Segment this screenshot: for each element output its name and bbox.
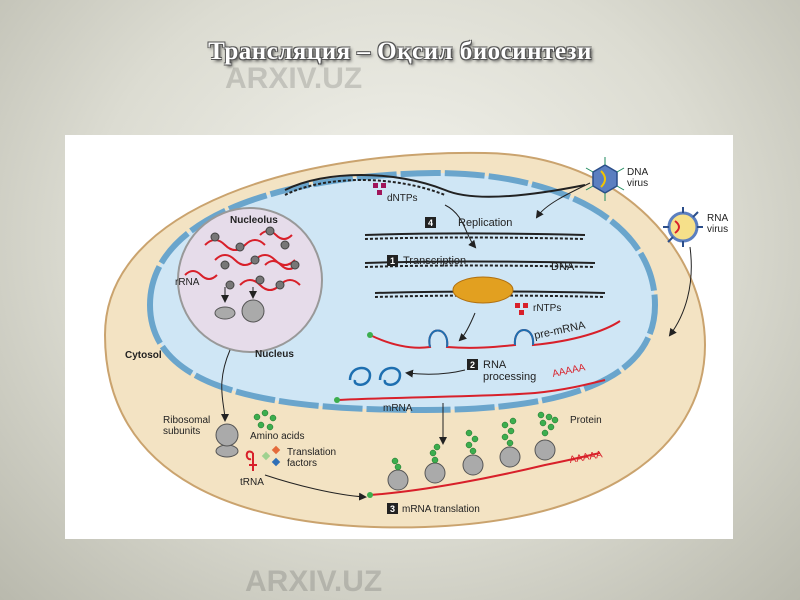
nucleolar-subunits — [214, 287, 265, 323]
step-2-number: 2 — [470, 360, 475, 370]
trna-molecule — [245, 450, 257, 471]
polyribosomes — [387, 439, 556, 491]
replication-arrow — [444, 204, 477, 249]
cell-diagram: dNTPs 4 Replication 1 Transcription DNA … — [103, 151, 728, 529]
translation-factors-icon — [261, 445, 281, 467]
step-1-badge — [387, 255, 398, 266]
trna-label: tRNA — [240, 477, 264, 488]
watermark-bottom: ARXIV.UZ — [245, 565, 383, 598]
ribosomal-subunits-label-2: subunits — [163, 426, 200, 437]
dna-virus-icon — [585, 157, 625, 201]
protein-label: Protein — [570, 415, 602, 426]
amino-acid-molecules — [253, 409, 277, 431]
dntps-label: dNTPs — [387, 193, 418, 204]
excised-intron-1 — [348, 366, 372, 386]
cytosol-label: Cytosol — [125, 350, 162, 361]
nucleus-label: Nucleus — [255, 349, 294, 360]
dna-virus-label-2: virus — [627, 178, 648, 189]
transcription-label: Transcription — [403, 255, 466, 267]
dna-virus-label-1: DNA — [627, 167, 648, 178]
replication-label: Replication — [458, 217, 512, 229]
mrna-translation-label: mRNA translation — [402, 504, 480, 515]
rna-virus-icon — [663, 207, 703, 247]
nucleolus-label: Nucleolus — [230, 215, 278, 226]
rna-virus-arrow — [668, 246, 692, 337]
rrna-granules — [210, 226, 300, 290]
rrna-label: rRNA — [175, 277, 200, 288]
step-3-badge — [387, 503, 398, 514]
dntp-molecules — [373, 183, 386, 195]
dna-virus-arrow — [535, 182, 591, 219]
translation-factors-label-1: Translation — [287, 447, 336, 458]
rna-virus-label-1: RNA — [707, 213, 728, 224]
nascent-protein-chains — [391, 411, 559, 471]
translating-mrna — [369, 452, 601, 496]
mrna-strand — [336, 379, 606, 401]
step-4-number: 4 — [428, 218, 433, 228]
ribosome-large-subunit — [215, 423, 239, 447]
step-4-badge — [425, 217, 436, 228]
watermark-top: ARXIV.UZ — [225, 62, 363, 95]
dna-label: DNA — [551, 261, 575, 273]
step-3-number: 3 — [390, 504, 395, 514]
rntp-molecules — [515, 303, 528, 315]
rntps-label: rNTPs — [533, 303, 561, 314]
step-1-number: 1 — [390, 256, 395, 266]
ribosomal-subunits-label-1: Ribosomal — [163, 415, 210, 426]
excised-intron-2 — [378, 366, 402, 386]
step-2-badge — [467, 359, 478, 370]
rna-processing-label-2: processing — [483, 371, 536, 383]
mrna-label: mRNA — [383, 403, 413, 414]
rna-virus-label-2: virus — [707, 224, 728, 235]
cell-diagram-panel: dNTPs 4 Replication 1 Transcription DNA … — [65, 135, 733, 539]
translation-factors-label-2: factors — [287, 458, 317, 469]
ribosome-small-subunit — [215, 444, 239, 458]
slide-title: Трансляция – Оқсил биосинтези — [208, 38, 592, 65]
rna-processing-label-1: RNA — [483, 359, 507, 371]
rna-polymerase — [452, 276, 514, 304]
amino-acids-label: Amino acids — [250, 431, 304, 442]
